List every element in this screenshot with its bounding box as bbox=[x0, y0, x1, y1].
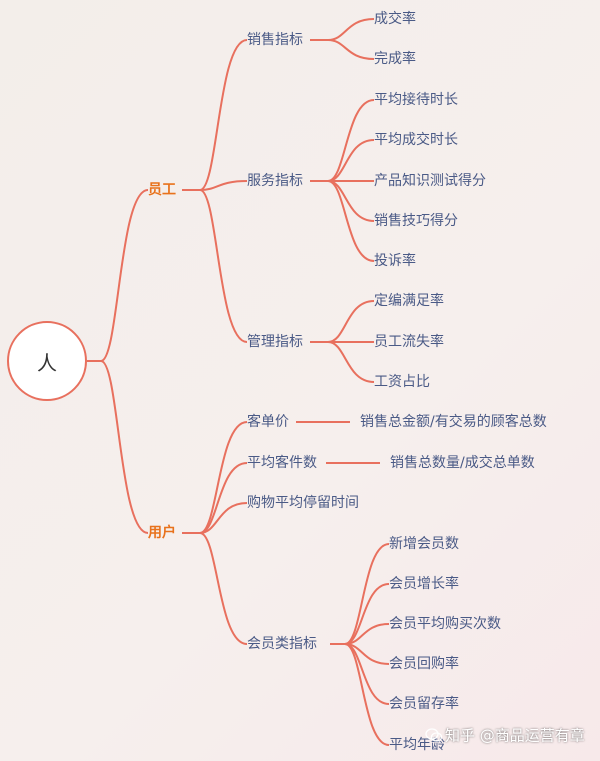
item-staffing-rate: 定编满足率 bbox=[374, 293, 444, 309]
link-sales-item-0 bbox=[327, 18, 375, 41]
item-deal-rate: 成交率 bbox=[374, 11, 416, 27]
link-member-item-1 bbox=[344, 583, 390, 645]
item-completion-rate: 完成率 bbox=[374, 51, 416, 67]
group-avg-order-value: 客单价 bbox=[247, 414, 289, 430]
item-member-growth-rate: 会员增长率 bbox=[389, 576, 459, 592]
link-employee-group-1 bbox=[199, 180, 248, 191]
link-user-group-2 bbox=[199, 502, 248, 534]
item-avg-reception-time: 平均接待时长 bbox=[374, 92, 458, 108]
item-sales-skill-score: 销售技巧得分 bbox=[374, 213, 458, 229]
group-management-metrics: 管理指标 bbox=[247, 334, 303, 350]
group-service-metrics: 服务指标 bbox=[247, 173, 303, 189]
item-wage-ratio: 工资占比 bbox=[374, 374, 430, 390]
root-label: 人 bbox=[37, 350, 57, 375]
category-employee: 员工 bbox=[148, 182, 176, 198]
link-root-user bbox=[100, 360, 149, 534]
item-member-avg-purchases: 会员平均购买次数 bbox=[389, 616, 501, 632]
item-member-repurchase-rate: 会员回购率 bbox=[389, 656, 459, 672]
note-avg-items-per-customer: 销售总数量/成交总单数 bbox=[390, 455, 535, 471]
item-turnover-rate: 员工流失率 bbox=[374, 334, 444, 350]
link-service-item-4 bbox=[327, 180, 375, 262]
link-management-item-0 bbox=[327, 300, 375, 343]
link-user-group-1 bbox=[199, 462, 248, 534]
item-member-retention-rate: 会员留存率 bbox=[389, 696, 459, 712]
category-user: 用户 bbox=[148, 525, 176, 541]
group-avg-items-per-customer: 平均客件数 bbox=[247, 455, 317, 471]
group-avg-dwell-time: 购物平均停留时间 bbox=[247, 495, 359, 511]
link-root-employee bbox=[100, 189, 149, 362]
link-service-item-0 bbox=[327, 99, 375, 182]
link-management-item-2 bbox=[327, 341, 375, 383]
link-employee-group-0 bbox=[199, 39, 248, 191]
link-service-item-1 bbox=[327, 139, 375, 182]
item-product-knowledge-score: 产品知识测试得分 bbox=[374, 173, 486, 189]
link-user-group-3 bbox=[199, 532, 248, 645]
group-member-metrics: 会员类指标 bbox=[247, 636, 317, 652]
wechat-icon bbox=[425, 728, 443, 742]
group-sales-metrics: 销售指标 bbox=[247, 32, 303, 48]
link-member-item-0 bbox=[344, 543, 390, 645]
link-sales-item-1 bbox=[327, 39, 375, 60]
note-avg-order-value: 销售总金额/有交易的顾客总数 bbox=[360, 414, 547, 430]
link-member-item-4 bbox=[344, 643, 390, 705]
watermark-text: 知乎 @商品运营有章 bbox=[445, 726, 585, 745]
item-avg-age: 平均年龄 bbox=[389, 737, 445, 753]
link-employee-group-2 bbox=[199, 189, 248, 343]
root-node: 人 bbox=[7, 321, 87, 401]
item-avg-deal-time: 平均成交时长 bbox=[374, 132, 458, 148]
link-user-group-0 bbox=[199, 421, 248, 534]
link-member-item-5 bbox=[344, 643, 390, 746]
item-complaint-rate: 投诉率 bbox=[374, 253, 416, 269]
item-new-members: 新增会员数 bbox=[389, 536, 459, 552]
